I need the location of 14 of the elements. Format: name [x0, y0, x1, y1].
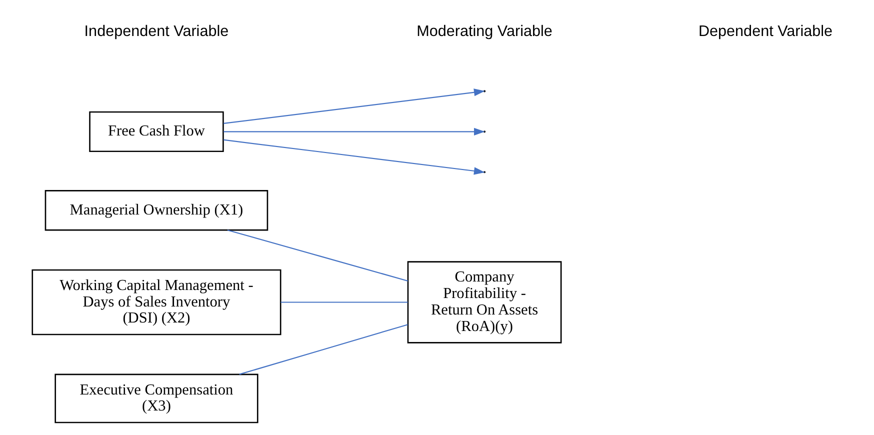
connector	[226, 230, 408, 282]
label: Dependent Variable	[698, 23, 832, 40]
node-box: Managerial Ownership (X1)	[44, 190, 268, 231]
node-box: Executive Compensation (X3)	[54, 374, 258, 424]
node-box: Free Cash Flow	[88, 111, 224, 152]
node-box: Company Profitability - Return On Assets (RoA)(y)	[406, 261, 562, 344]
arrow	[222, 88, 484, 124]
label: Moderating Variable	[416, 23, 552, 40]
connector	[238, 324, 408, 375]
node-box: Working Capital Management - Days of Sales Inventory (DSI) (X2)	[31, 269, 281, 336]
arrow	[222, 139, 484, 175]
connector	[280, 302, 408, 303]
label: Independent Variable	[84, 23, 228, 40]
arrow	[223, 128, 484, 136]
